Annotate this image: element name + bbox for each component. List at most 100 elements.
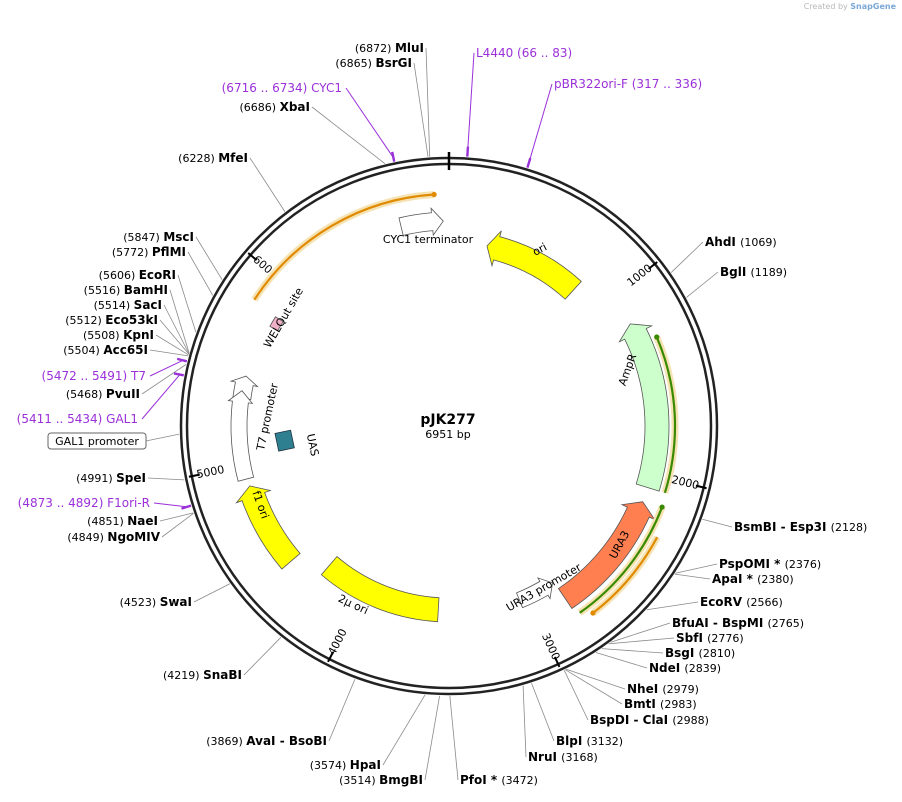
site-position: (2566) [746,596,783,609]
site-position: (5514) [94,299,134,312]
site-leader [169,289,190,354]
site-position: (6686) [240,101,280,114]
site-leader [595,652,648,669]
restriction-site-label: BglI (1189) [720,265,787,279]
tick-mark [247,252,258,261]
site-name: KpnI [123,328,154,342]
site-position: (4849) [67,531,107,544]
restriction-site-label: (5847) MscI [123,230,194,244]
tick-mark [327,651,334,663]
gal1-promoter-feature [227,390,255,482]
site-name: BsrGI [375,56,412,70]
2-ori-feature [320,555,440,623]
primer-mark [391,151,396,162]
tick-label: 5000 [195,463,225,481]
tick-mark [553,656,561,668]
orf-line [592,536,659,614]
uas-box [274,429,295,452]
site-leader [674,573,711,580]
site-leader [163,304,190,354]
restriction-site-label: AhdI (1069) [705,235,777,249]
site-leader [187,251,214,296]
restriction-site-label: NruI (3168) [528,750,598,764]
primer-leader [149,359,184,377]
site-position: (3132) [587,735,624,748]
restriction-site-label: (5514) SacI [94,298,162,312]
site-name: BglI [720,265,751,279]
tick-mark [695,484,707,490]
site-name: BspDI - ClaI [590,713,672,727]
restriction-site-label: BspDI - ClaI (2988) [590,713,709,727]
site-position: (4523) [120,596,160,609]
gal1-promoter-callout: GAL1 promoter [47,432,147,450]
site-leader [155,334,189,356]
site-leader [531,682,555,742]
site-position: (5606) [99,269,139,282]
primer-leader [345,87,394,158]
site-name: ApaI * [712,572,757,586]
primer-label: L4440 (66 .. 83) [476,46,572,60]
restriction-site-label: (4219) SnaBI [163,668,242,682]
ura3-feature [557,501,656,610]
site-position: (6865) [335,57,375,70]
restriction-site-label: (5516) BamHI [84,283,168,297]
restriction-site-label: (5504) Acc65I [63,343,148,357]
snapgene-credit: Created by SnapGene [804,2,896,11]
site-position: (3168) [561,751,598,764]
site-position: (5508) [83,329,123,342]
ampr-label: AmpR [616,352,640,388]
site-name: Acc65I [103,343,148,357]
site-leader [686,271,719,298]
restriction-site-label: (6865) BsrGI [335,56,412,70]
site-name: NheI [627,682,662,696]
site-name: NaeI [127,514,158,528]
site-name: EcoRI [139,268,176,282]
restriction-site-label: ApaI * (2380) [712,572,794,586]
orf-arrowhead [659,504,665,510]
primer-mark [466,146,470,157]
site-position: (6228) [178,152,218,165]
site-leader [670,241,704,273]
orf-arrowhead [431,191,437,198]
site-position: (5512) [65,314,105,327]
site-leader [243,637,282,676]
site-name: BlpI [556,734,587,748]
site-position: (2983) [660,698,697,711]
site-position: (5772) [112,246,152,259]
primer-label: (5411 .. 5434) GAL1 [17,412,138,426]
site-name: PflMI [152,245,186,259]
site-name: SwaI [160,595,192,609]
site-leader [328,678,356,742]
site-position: (3472) [501,774,538,787]
orf-halo [251,190,435,302]
site-leader [424,695,440,781]
site-leader [646,601,699,611]
site-name: BfuAI - BspMI [672,616,767,630]
plasmid-center: pJK277 6951 bp [420,412,475,441]
tick-label: 4000 [325,627,349,658]
restriction-site-label: (6872) MluI [355,41,424,55]
primer-label: pBR322ori-F (317 .. 336) [554,77,702,91]
site-position: (3574) [310,759,350,772]
restriction-site-label: BlpI (3132) [556,734,623,748]
site-position: (4219) [163,669,203,682]
restriction-site-label: (4851) NaeI [87,514,158,528]
orf-arrowhead [654,334,660,340]
site-leader [177,274,197,333]
restriction-site-label: (5606) EcoRI [99,268,176,282]
ori-feature [486,230,582,300]
site-position: (2128) [831,521,868,534]
site-leaders [141,47,733,781]
site-name: BmtI [624,697,660,711]
orf-line [579,506,664,614]
gal1-promoter-leader [145,433,180,442]
site-leader [161,512,194,538]
site-leader [159,319,190,355]
restriction-site-label: BfuAI - BspMI (2765) [672,616,804,630]
site-leader [522,685,527,758]
restriction-site-label: EcoRV (2566) [700,595,783,609]
restriction-site-label: BsgI (2810) [665,646,735,660]
site-name: MfeI [218,151,248,165]
restriction-site-label: NheI (2979) [627,682,699,696]
